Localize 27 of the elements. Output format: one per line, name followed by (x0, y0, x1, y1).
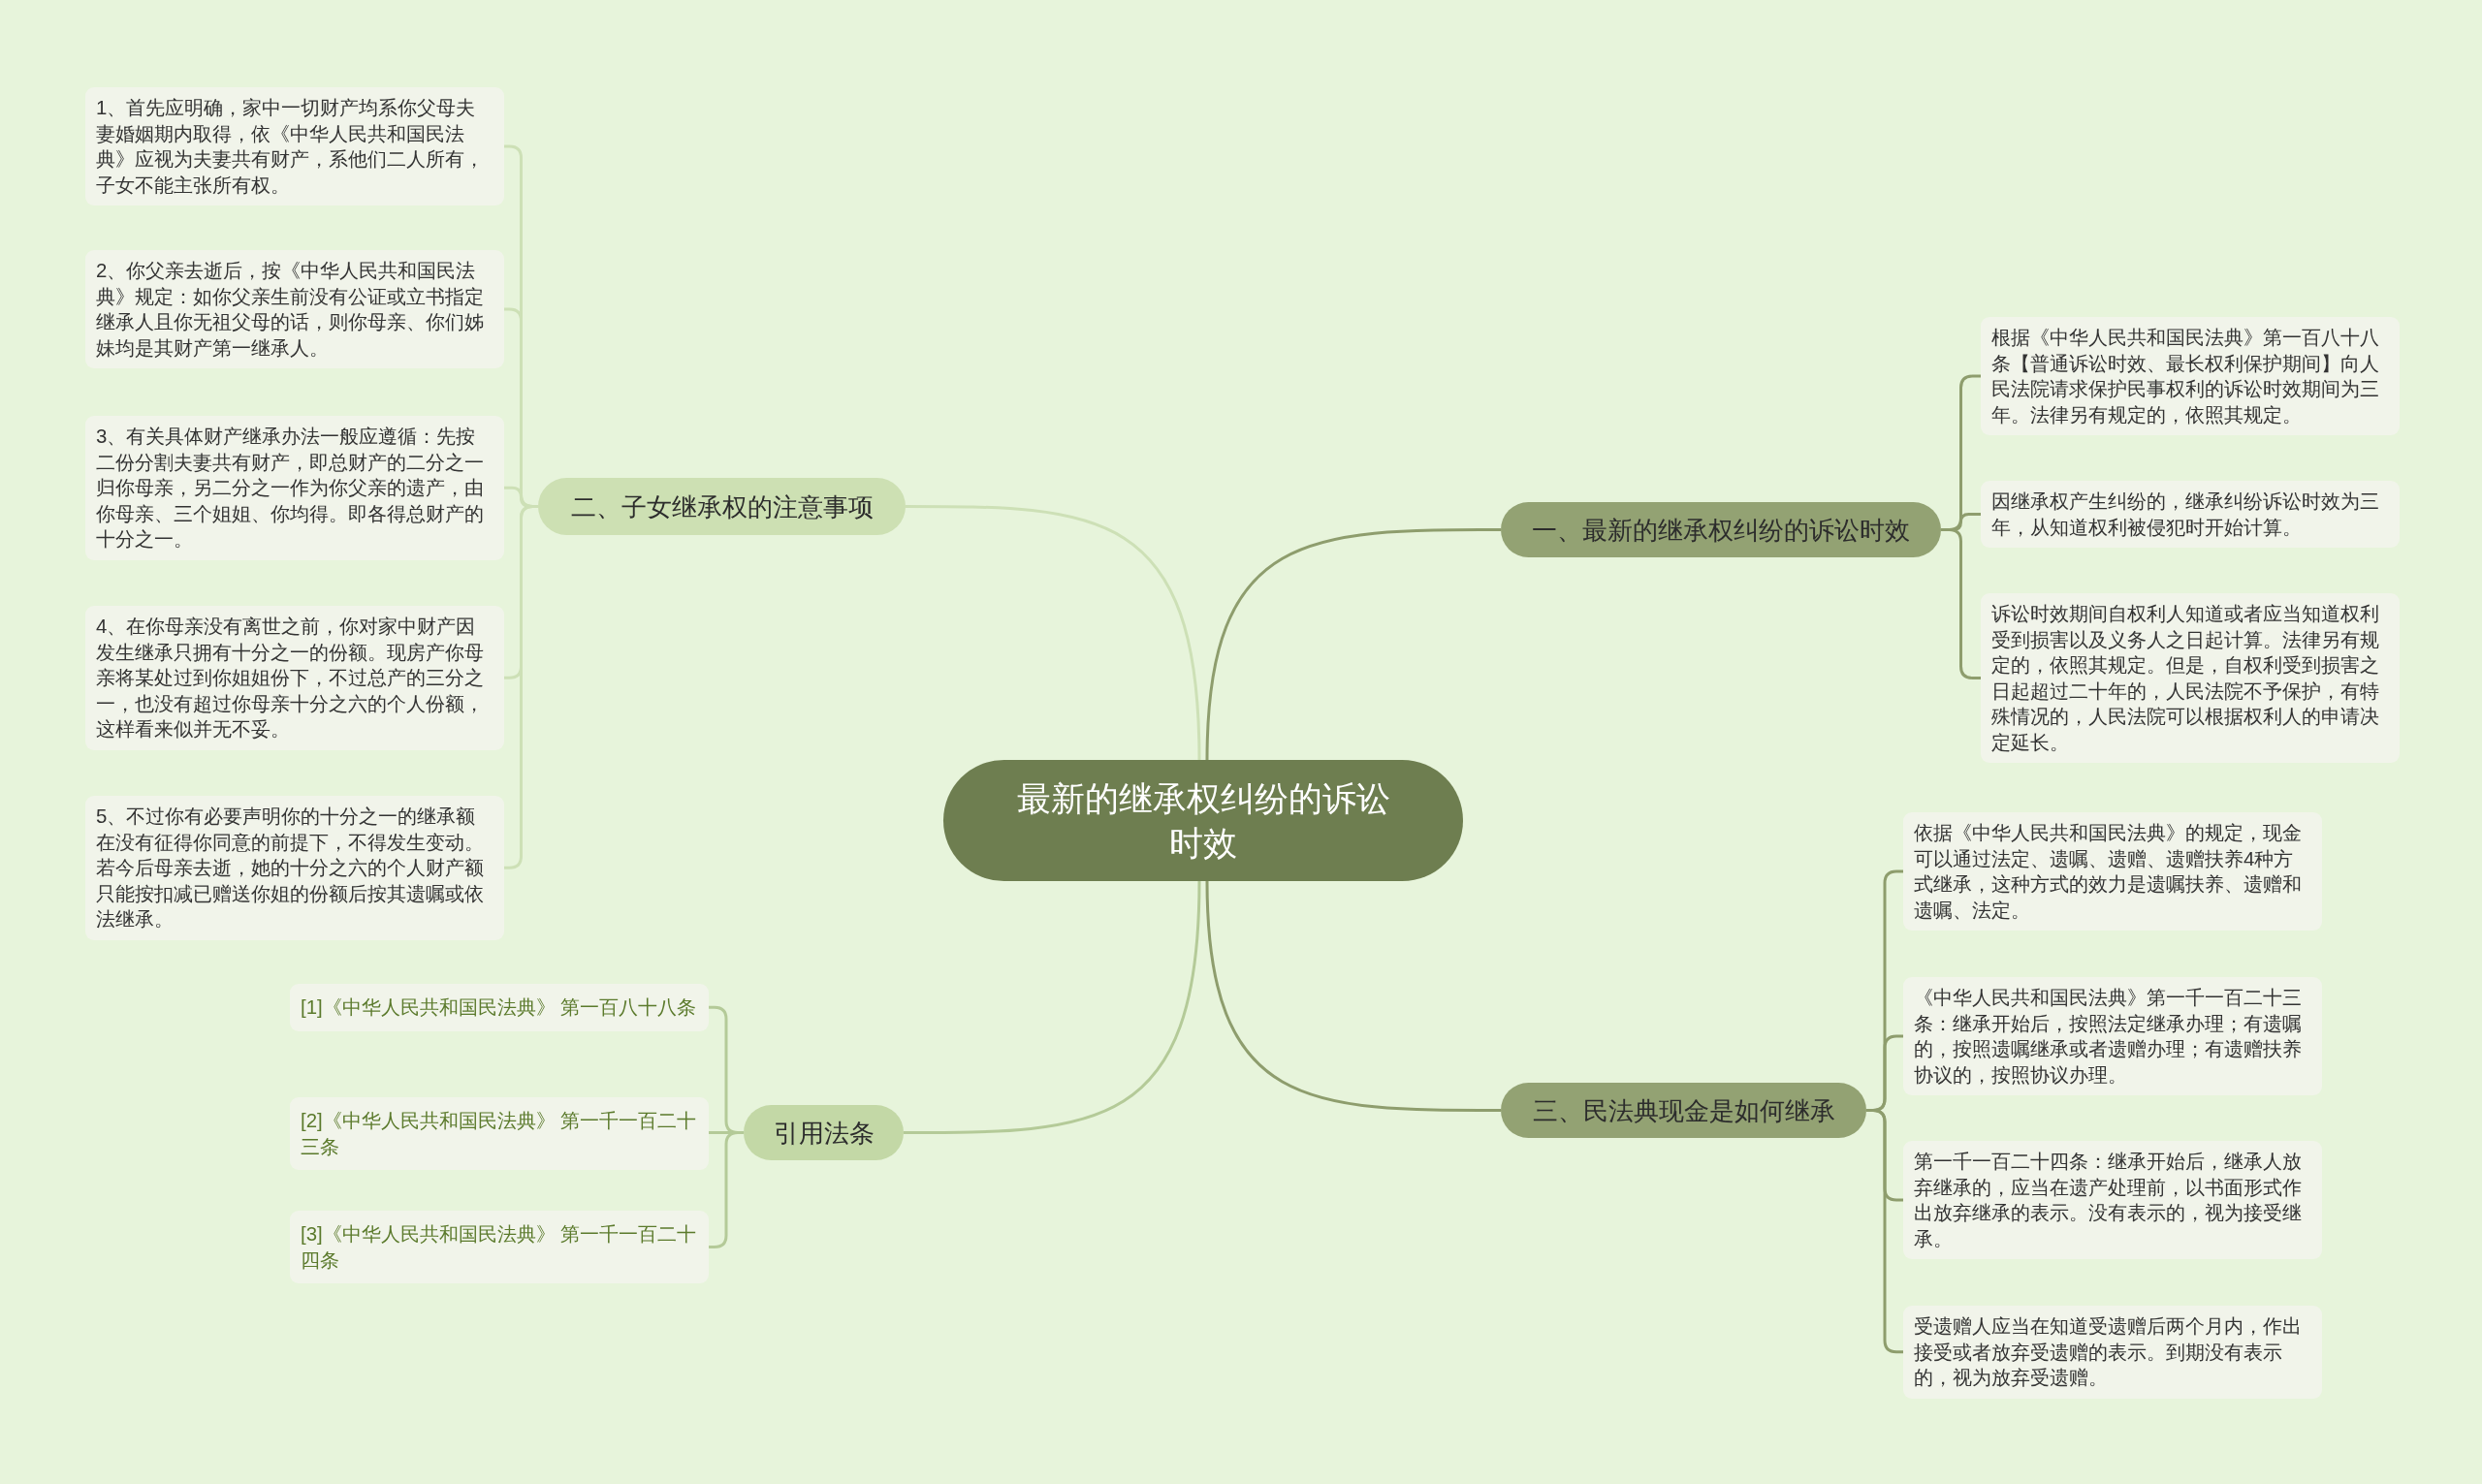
connector-line (1941, 528, 1981, 679)
topic-pill: 三、民法典现金是如何继承 (1501, 1083, 1866, 1138)
note-card: 根据《中华人民共和国民法典》第一百八十八条【普通诉讼时效、最长权利保护期间】向人民法院请求保护民事权利的诉讼时效期间为三年。法律另有规定的，依照其规定。 (1981, 317, 2400, 435)
main-topic-pill: 最新的继承权纠纷的诉讼时效 (943, 760, 1463, 881)
note-card: [2]《中华人民共和国民法典》 第一千一百二十三条 (290, 1097, 709, 1170)
topic-pill: 二、子女继承权的注意事项 (538, 478, 906, 535)
note-card: 4、在你母亲没有离世之前，你对家中财产因发生继承只拥有十分之一的份额。现房产你母亲将某处过到你姐姐份下，不过总产的三分之一，也没有超过你母亲十分之六的个人份额，这样看来似并无不妥。 (85, 606, 504, 750)
note-card: 依据《中华人民共和国民法典》的规定，现金可以通过法定、遗嘱、遗赠、遗赠扶养4种方式继承，这种方式的效力是遗嘱扶养、遗赠和遗嘱、法定。 (1903, 812, 2322, 931)
note-card: [3]《中华人民共和国民法典》 第一千一百二十四条 (290, 1211, 709, 1283)
note-card: 5、不过你有必要声明你的十分之一的继承额在没有征得你同意的前提下，不得发生变动。若今后母亲去逝，她的十分之六的个人财产额只能按扣减已赠送你姐的份额后按其遗嘱或依法继承。 (85, 796, 504, 940)
note-card: 诉讼时效期间自权利人知道或者应当知道权利受到损害以及义务人之日起计算。法律另有规定的，依照其规定。但是，自权利受到损害之日起超过二十年的，人民法院不予保护，有特殊情况的，人民法院可以根据权利人的申请决定延长。 (1981, 593, 2400, 763)
note-card: 2、你父亲去逝后，按《中华人民共和国民法典》规定：如你父亲生前没有公证或立书指定继承人且你无祖父母的话，则你母亲、你们姊妹均是其财产第一继承人。 (85, 250, 504, 368)
connector-line (709, 1131, 744, 1248)
topic-pill: 引用法条 (744, 1105, 904, 1160)
note-card: [1]《中华人民共和国民法典》 第一百八十八条 (290, 984, 709, 1031)
topic-pill: 一、最新的继承权纠纷的诉讼时效 (1501, 502, 1941, 557)
connector-line (1866, 1109, 1903, 1354)
note-card: 《中华人民共和国民法典》第一千一百二十三条：继承开始后，按照法定继承办理；有遗嘱的，按照遗嘱继承或者遗赠办理；有遗赠扶养协议的，按照协议办理。 (1903, 977, 2322, 1095)
note-card: 受遗赠人应当在知道受遗赠后两个月内，作出接受或者放弃受遗赠的表示。到期没有表示的，视为放弃受遗赠。 (1903, 1306, 2322, 1399)
note-card: 第一千一百二十四条：继承开始后，继承人放弃继承的，应当在遗产处理前，以书面形式作出放弃继承的表示。没有表示的，视为接受继承。 (1903, 1141, 2322, 1259)
connector-line (1205, 880, 1501, 1112)
connector-line (906, 505, 1201, 761)
connector-line (904, 880, 1201, 1134)
note-card: 3、有关具体财产继承办法一般应遵循：先按二份分割夫妻共有财产，即总财产的二分之一归你母亲，另二分之一作为你父亲的遗产，由你母亲、三个姐姐、你均得。即各得总财产的十分之一。 (85, 416, 504, 560)
note-card: 1、首先应明确，家中一切财产均系你父母夫妻婚姻期内取得，依《中华人民共和国民法典》应视为夫妻共有财产，系他们二人所有，子女不能主张所有权。 (85, 87, 504, 205)
connector-line (1205, 528, 1501, 761)
note-card: 因继承权产生纠纷的，继承纠纷诉讼时效为三年，从知道权利被侵犯时开始计算。 (1981, 481, 2400, 548)
